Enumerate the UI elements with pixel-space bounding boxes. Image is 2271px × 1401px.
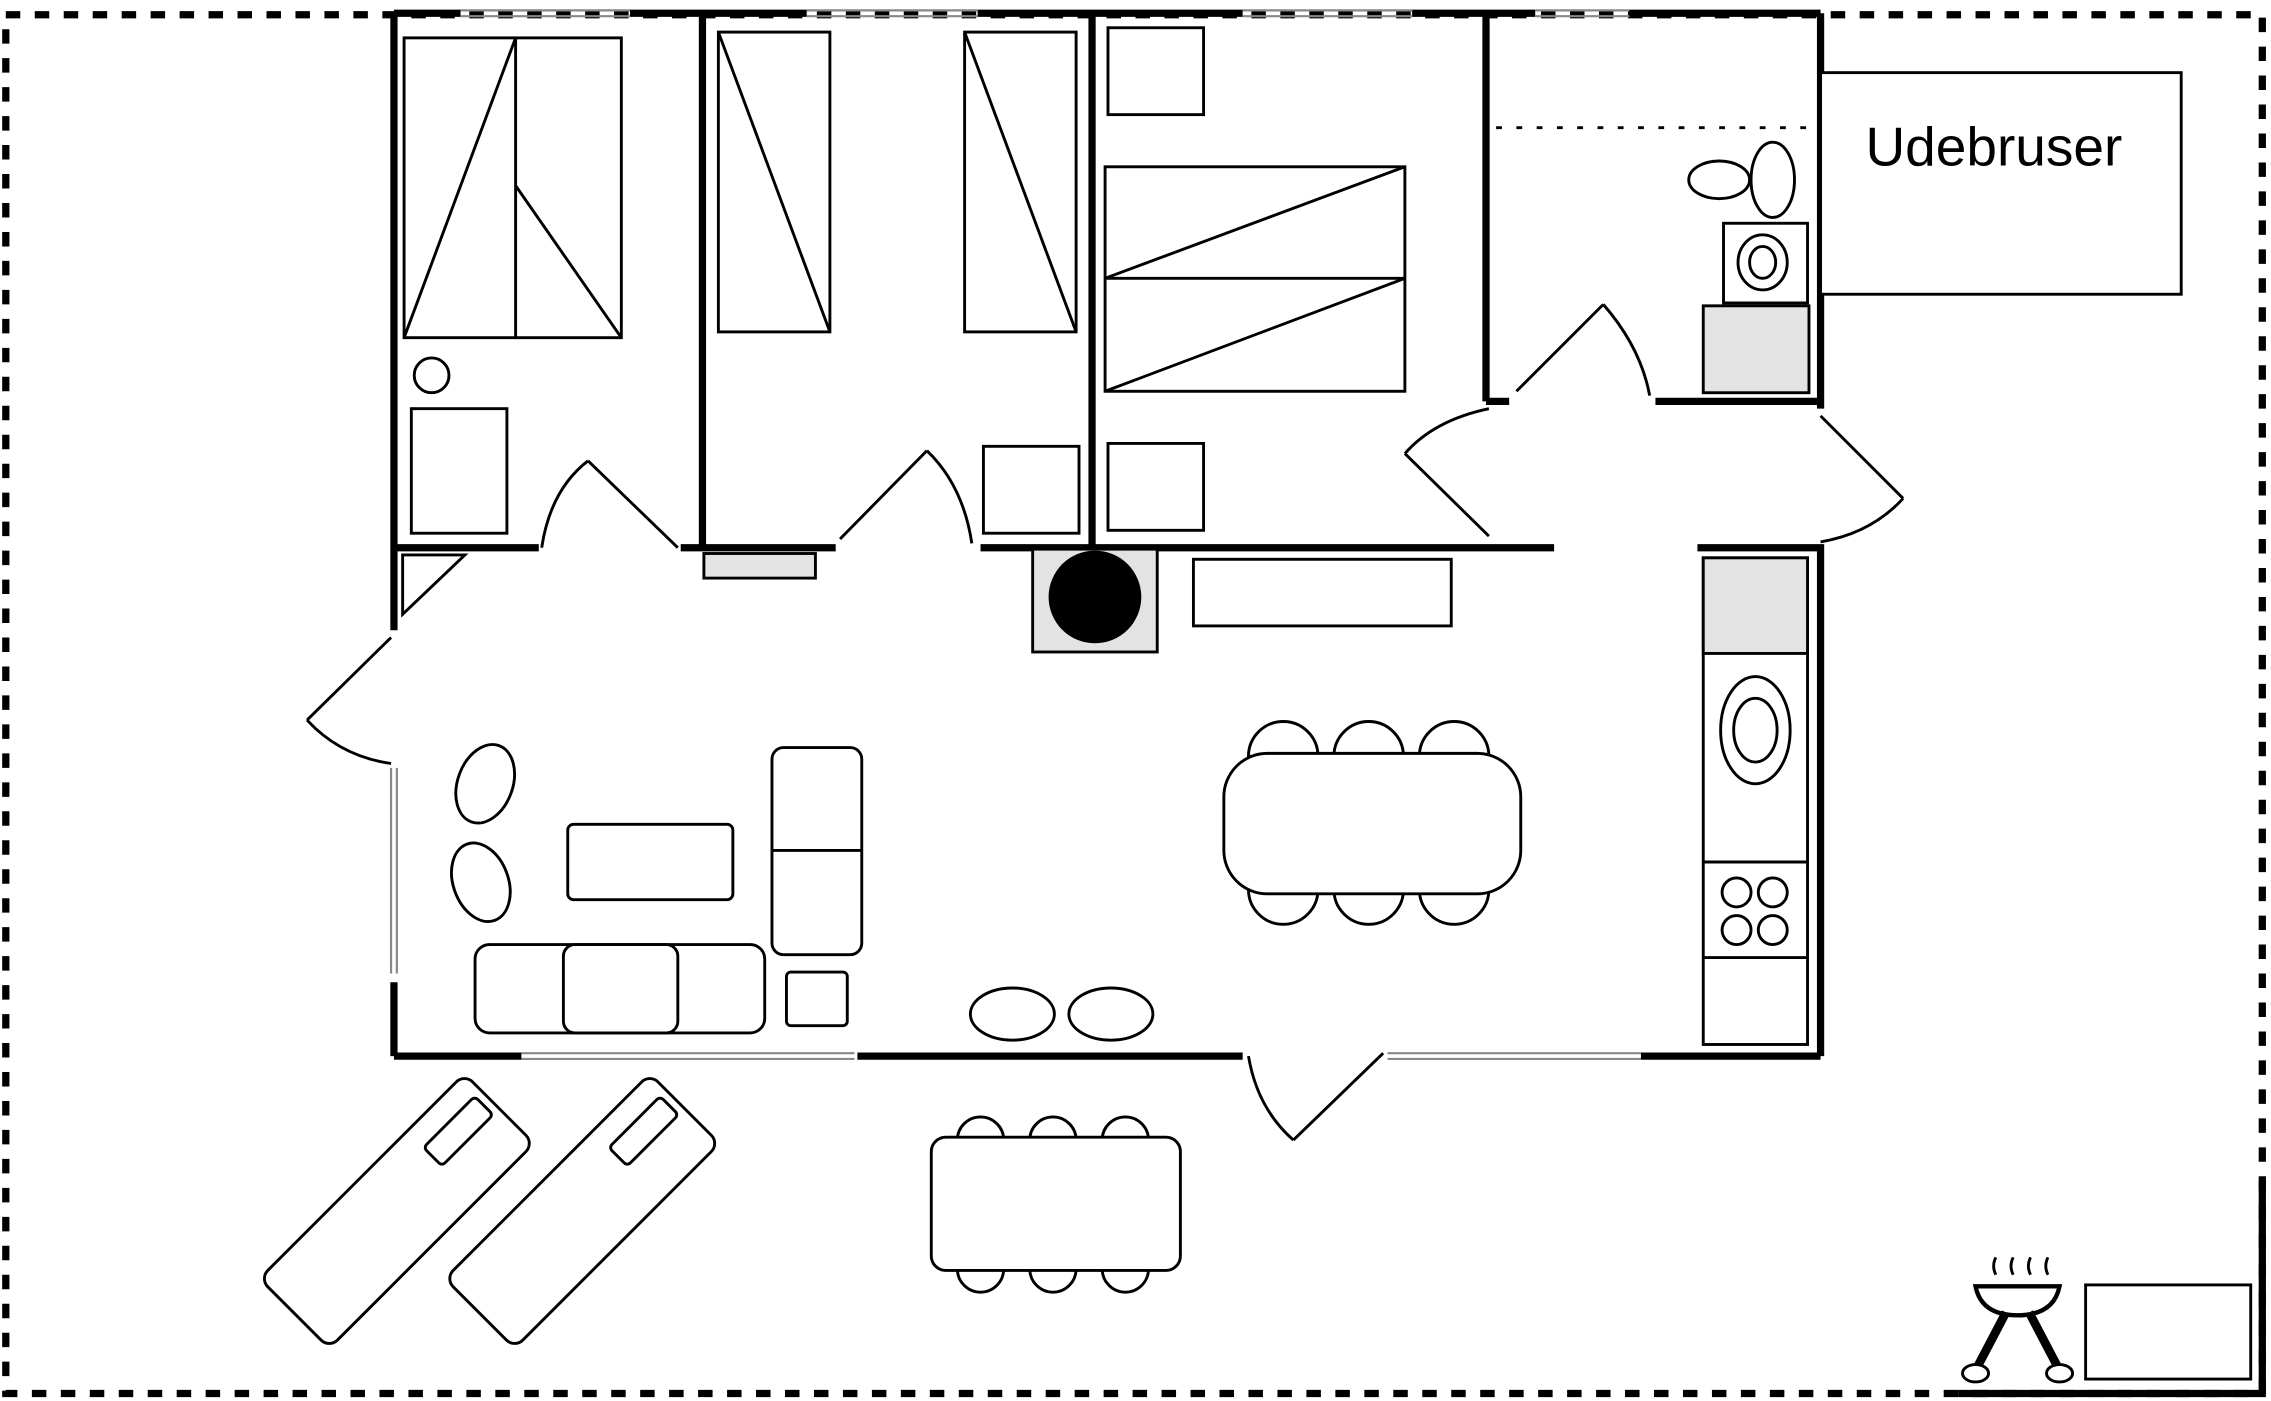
- kitchen: [1701, 556, 1809, 1046]
- outdoor-shower: Udebruser: [1819, 71, 2183, 296]
- wood-stove: [1048, 550, 1142, 644]
- grill-wheel: [1961, 1363, 1991, 1384]
- nightstand: [1106, 441, 1206, 532]
- shelf: [702, 552, 817, 580]
- stool: [412, 356, 451, 395]
- storage-box: [2084, 1283, 2253, 1381]
- shower-tray: [1701, 304, 1811, 395]
- door: [305, 636, 393, 765]
- dining-area: [1222, 720, 1523, 926]
- bathroom: [1687, 140, 1811, 395]
- grill-smoke: [1992, 1256, 2050, 1276]
- dining-chair: [1247, 888, 1491, 926]
- sofa-cushion: [561, 943, 680, 1035]
- bed-outline: [1104, 165, 1406, 393]
- interior-wall: [698, 13, 1825, 548]
- outdoor-shower-label: Udebruser: [1865, 115, 2122, 177]
- door: [1247, 1052, 1385, 1142]
- bedroom-2: [702, 30, 1081, 580]
- grill-wheel: [2045, 1363, 2075, 1384]
- armchair: [454, 743, 516, 825]
- boundary-corner-solid: [1958, 1180, 2266, 1398]
- terrace-chair: [955, 1267, 1150, 1294]
- pouf: [1067, 986, 1155, 1042]
- window: [389, 767, 398, 974]
- sun-lounger-pillow: [423, 1096, 493, 1166]
- hob-burner: [1756, 876, 1789, 909]
- window: [521, 1052, 1641, 1061]
- door: [839, 449, 974, 544]
- hob-burner: [1756, 914, 1789, 946]
- wardrobe: [981, 444, 1081, 535]
- door: [401, 553, 469, 618]
- door: [1819, 414, 1905, 544]
- bed-outline: [717, 31, 832, 333]
- sun-lounger: [448, 1077, 717, 1345]
- sun-lounger-pillow: [609, 1096, 679, 1166]
- bedroom-3: [1103, 26, 1407, 532]
- window: [460, 9, 1630, 18]
- armchair: [450, 841, 512, 923]
- dining-chair: [1247, 720, 1491, 758]
- grill-bowl: [1972, 1284, 2063, 1318]
- toilet: [1749, 140, 1796, 219]
- terrace-chair: [955, 1115, 1150, 1142]
- kitchen-sink-inner: [1732, 696, 1779, 764]
- bed-outline: [402, 37, 623, 339]
- counter-divider: [1703, 860, 1808, 960]
- nightstand: [1106, 26, 1206, 117]
- pouf: [968, 986, 1056, 1042]
- hob-burner: [1720, 914, 1753, 946]
- living-area: [450, 547, 1453, 1042]
- bedroom-1: [402, 36, 623, 535]
- grill-icon: [1961, 1256, 2075, 1384]
- door: [1403, 407, 1490, 538]
- side-table: [785, 970, 849, 1028]
- outdoor-shower-area: [1819, 71, 2183, 296]
- sideboard: [1191, 557, 1453, 628]
- grill-legs: [1971, 1310, 2064, 1373]
- wardrobe: [409, 407, 509, 535]
- door: [1515, 303, 1652, 396]
- doors: [305, 303, 1905, 1142]
- property-boundary: [2, 11, 2266, 1398]
- door: [540, 459, 679, 549]
- washbasin-inner: [1748, 244, 1778, 280]
- dining-table: [1222, 751, 1523, 896]
- kitchen-wall: [1697, 544, 1825, 1057]
- fridge: [1701, 556, 1809, 655]
- terrace: [262, 1077, 2253, 1384]
- bed-outline: [963, 31, 1078, 333]
- hob-burner: [1720, 876, 1753, 909]
- sink: [1687, 159, 1752, 201]
- sun-lounger: [262, 1077, 531, 1345]
- coffee-table: [566, 822, 735, 902]
- terrace-table: [929, 1135, 1182, 1272]
